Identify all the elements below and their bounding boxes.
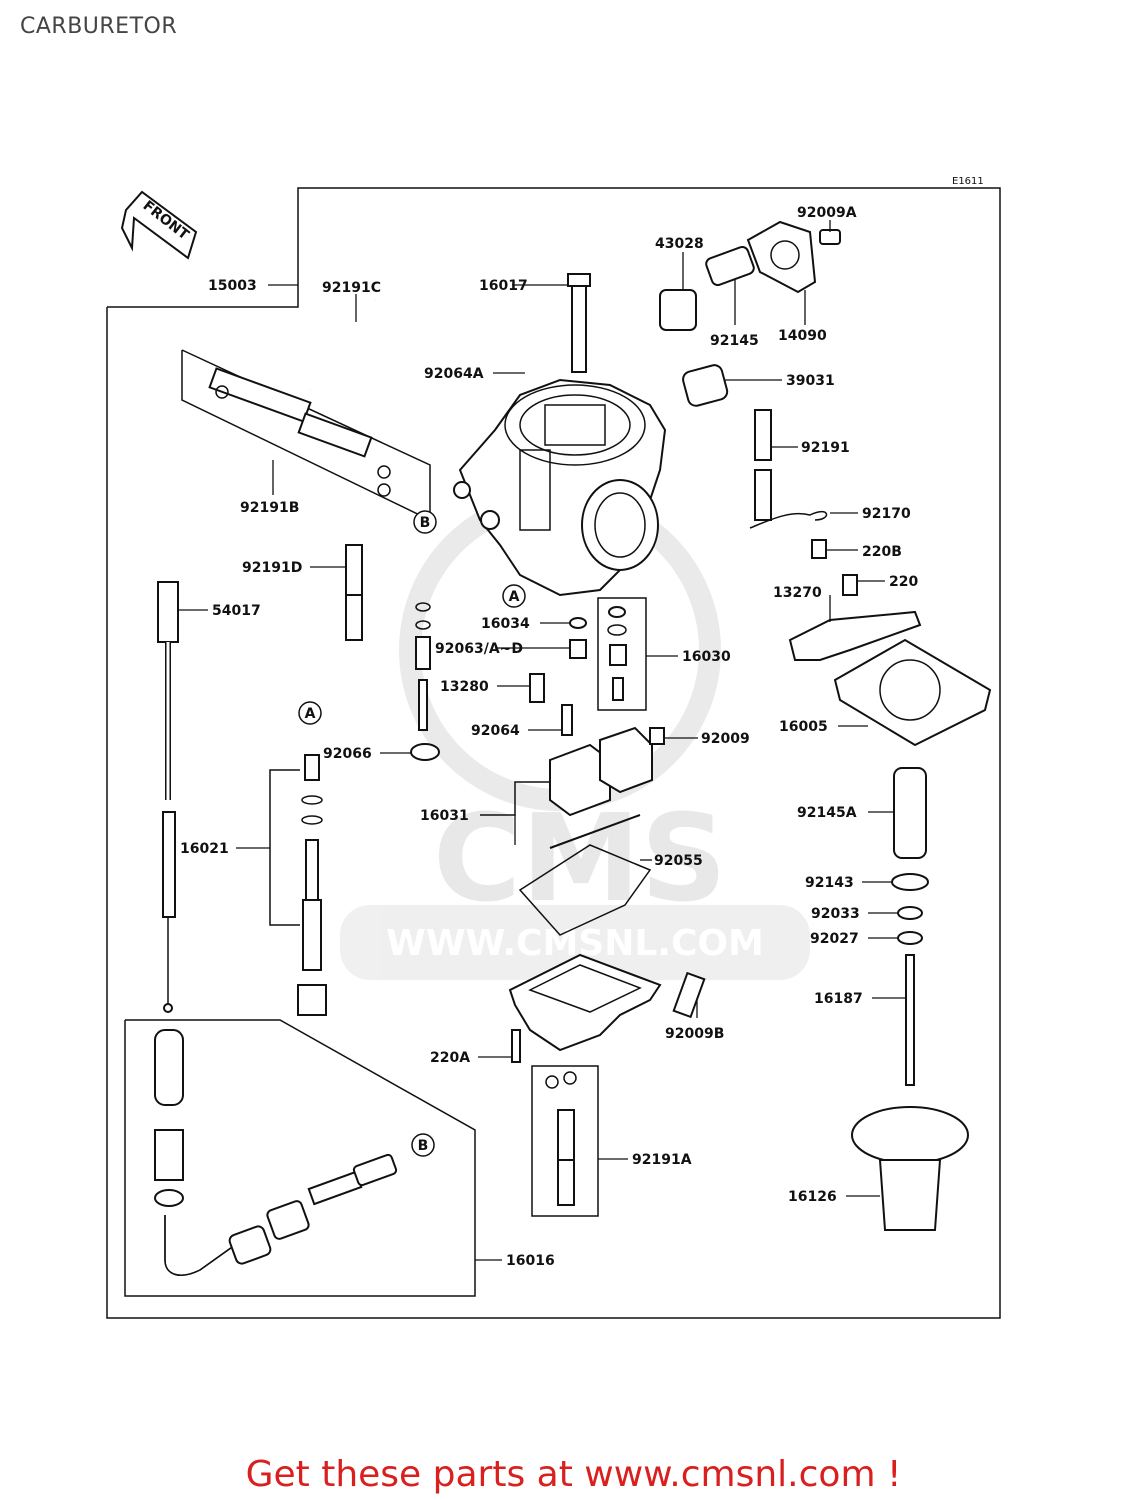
label-92009a: 92009A — [797, 205, 857, 221]
label-39031: 39031 — [786, 373, 835, 389]
label-92009b: 92009B — [665, 1026, 724, 1042]
label-92027: 92027 — [810, 931, 859, 947]
label-16005: 16005 — [779, 719, 828, 735]
callout-a-carb: A — [502, 584, 526, 608]
label-43028: 43028 — [655, 236, 704, 252]
label-92064: 92064 — [471, 723, 520, 739]
top-right-parts-graphic — [659, 220, 841, 331]
label-92191b: 92191B — [240, 500, 299, 516]
label-92055: 92055 — [654, 853, 703, 869]
carburetor-body — [453, 378, 667, 597]
label-220: 220 — [889, 574, 918, 590]
label-92145a: 92145A — [797, 805, 857, 821]
label-220a: 220A — [430, 1050, 470, 1066]
float-16031-graphic — [549, 726, 665, 849]
needle-valve-16030-graphic — [597, 597, 647, 711]
jets-column-graphic — [410, 602, 587, 761]
callout-b-carb: B — [413, 510, 437, 534]
label-16021: 16021 — [180, 841, 229, 857]
right-side-parts-graphic — [682, 364, 992, 1231]
label-92066: 92066 — [323, 746, 372, 762]
front-arrow-icon: FRONT — [120, 190, 198, 260]
label-16187: 16187 — [814, 991, 863, 1007]
label-15003: 15003 — [208, 278, 257, 294]
label-92143: 92143 — [805, 875, 854, 891]
label-92009: 92009 — [701, 731, 750, 747]
label-13280: 13280 — [440, 679, 489, 695]
throttle-cable-54017-graphic — [157, 581, 179, 1013]
part-labels: 15003 92191C 16017 43028 92009A 92145 14… — [180, 205, 918, 1269]
assembly-frame: E1611 — [106, 176, 1001, 1319]
callout-b-enricher: B — [411, 1133, 435, 1157]
callout-a-text-1: A — [509, 589, 520, 605]
label-92191c: 92191C — [322, 280, 381, 296]
label-14090: 14090 — [778, 328, 827, 344]
page-title: CARBURETOR — [20, 14, 178, 39]
hose-92191b-graphic — [181, 349, 431, 522]
label-16017: 16017 — [479, 278, 528, 294]
callout-a-adjuster: A — [298, 701, 322, 725]
callout-b-text-1: B — [420, 515, 431, 531]
part-16017-graphic — [567, 273, 591, 373]
label-16031: 16031 — [420, 808, 469, 824]
label-16034: 16034 — [481, 616, 530, 632]
hose-92191d-graphic — [345, 544, 363, 641]
exploded-parts-diagram: CMS WWW.CMSNL.COM E1611 FRONT — [106, 176, 1001, 1319]
label-54017: 54017 — [212, 603, 261, 619]
label-92063: 92063/A~D — [435, 641, 523, 657]
label-92064a: 92064A — [424, 366, 484, 382]
cmsnl-watermark: CMS WWW.CMSNL.COM — [340, 489, 810, 980]
hose-92191a-graphic — [531, 1065, 599, 1217]
enricher-16016-graphic — [124, 1019, 476, 1297]
label-92191a: 92191A — [632, 1152, 692, 1168]
callout-a-text-2: A — [305, 706, 316, 722]
label-92191: 92191 — [801, 440, 850, 456]
callout-b-text-2: B — [418, 1138, 429, 1154]
label-16030: 16030 — [682, 649, 731, 665]
idle-adjuster-16021-graphic — [269, 754, 327, 1016]
label-92145: 92145 — [710, 333, 759, 349]
diagram-code: E1611 — [952, 176, 984, 187]
label-16126: 16126 — [788, 1189, 837, 1205]
label-92033: 92033 — [811, 906, 860, 922]
label-220b: 220B — [862, 544, 902, 560]
label-13270: 13270 — [773, 585, 822, 601]
float-bowl-graphic — [508, 953, 706, 1063]
gasket-92055-graphic — [518, 844, 652, 936]
leader-lines — [178, 220, 906, 1261]
label-16016: 16016 — [506, 1253, 555, 1269]
label-92170: 92170 — [862, 506, 911, 522]
label-92191d: 92191D — [242, 560, 302, 576]
footer-link-text[interactable]: Get these parts at www.cmsnl.com ! — [245, 1454, 902, 1495]
